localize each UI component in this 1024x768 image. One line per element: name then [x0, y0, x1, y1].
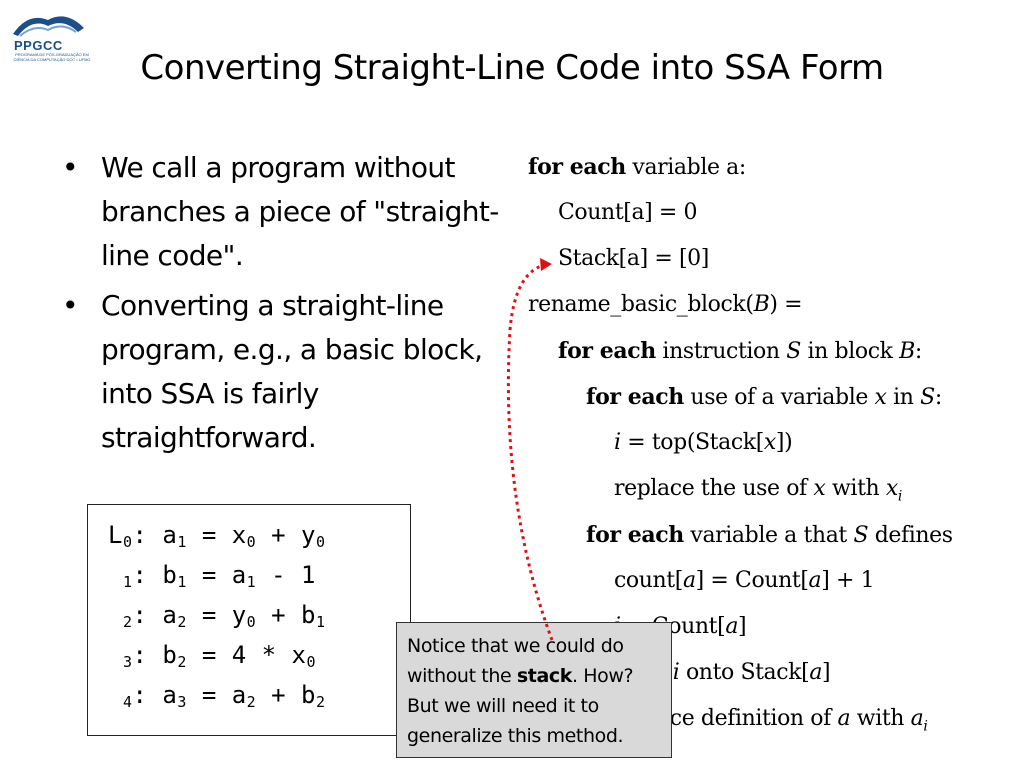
algo-line: Stack[a] = [0] [558, 246, 709, 271]
algo-line: for each instruction S in block B: [558, 338, 922, 364]
ppgcc-logo: PPGCC PROGRAMA DE PÓS-GRADUAÇÃO EM CIÊNC… [8, 6, 91, 66]
code-box: L0: a1 = x0 + y0 1: b1 = a1 - 1 2: a2 = … [87, 504, 411, 736]
algo-line: count[a] = Count[a] + 1 [614, 568, 875, 593]
code-line: 2: a2 = y0 + b1 [122, 601, 326, 631]
bullet-list: • We call a program without branches a pi… [58, 146, 508, 466]
logo-subtitle: PROGRAMA DE PÓS-GRADUAÇÃO EM CIÊNCIA DA … [13, 52, 91, 62]
algo-line: for each use of a variable x in S: [586, 384, 942, 410]
code-line: L0: a1 = x0 + y0 [108, 521, 326, 551]
bullet-item: • Converting a straight-line program, e.g… [58, 284, 508, 460]
note-callout: Notice that we could do without the stac… [396, 622, 672, 758]
algo-line: i = top(Stack[x]) [614, 430, 793, 455]
code-line: 4: a3 = a2 + b2 [122, 681, 326, 711]
algo-line: Count[a] = 0 [558, 200, 698, 225]
bullet-text: Converting a straight-line program, e.g.… [101, 289, 483, 454]
bullet-text: We call a program without branches a pie… [101, 151, 499, 272]
slide-title: Converting Straight-Line Code into SSA F… [140, 48, 884, 88]
bullet-icon: • [62, 289, 79, 322]
code-line: 3: b2 = 4 * x0 [122, 641, 316, 671]
dotted-arrow [506, 258, 554, 641]
arrowhead-icon [540, 258, 552, 271]
logo-icon [13, 16, 84, 37]
algo-line: for each variable a that S defines [586, 522, 953, 548]
bullet-item: • We call a program without branches a pi… [58, 146, 508, 278]
note-text-after: . How? But we will need it to generalize… [407, 665, 634, 747]
algo-line: for each variable a: [528, 154, 746, 180]
note-bold: stack [516, 665, 573, 687]
algo-line: rename_basic_block(B) = [528, 292, 803, 317]
note-text-before: Notice that we could do without the [407, 635, 624, 687]
code-line: 1: b1 = a1 - 1 [122, 561, 316, 591]
logo-name: PPGCC [14, 38, 63, 53]
algo-line: replace the use of x with xi [614, 476, 902, 505]
bullet-icon: • [62, 151, 79, 184]
